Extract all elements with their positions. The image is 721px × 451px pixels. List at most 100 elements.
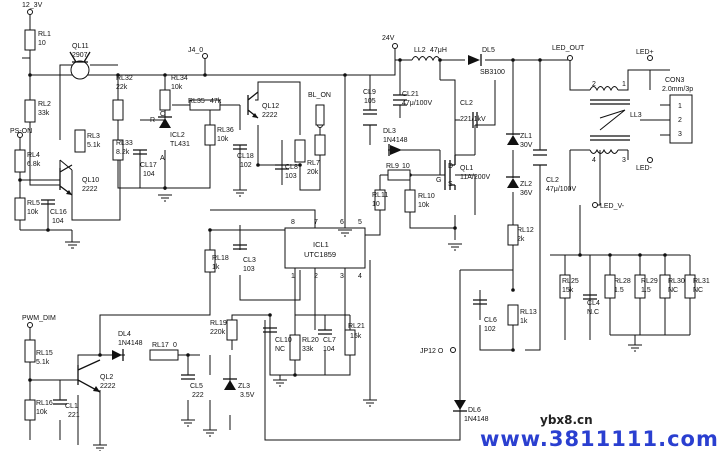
resistor-rl30	[659, 274, 671, 299]
label-cl7-val: 104	[323, 346, 335, 353]
label-rl31-ref: RL31	[693, 278, 710, 285]
label-dl3-val: 1N4148	[383, 137, 408, 144]
label-rl11-val: 10	[372, 201, 380, 208]
net-label-j4: J4_0	[188, 47, 203, 54]
ll3-pin-4: 4	[592, 157, 596, 164]
ll3-pin-2: 2	[592, 81, 596, 88]
label-zl2-ref: ZL2	[520, 181, 532, 188]
label-rl5-val: 10k	[27, 209, 39, 216]
resistor-rl10	[404, 189, 416, 213]
resistor-rl21	[344, 329, 356, 356]
watermarks: ybx8.cn www.3811111.com	[480, 413, 718, 451]
label-rl30-val: NC	[668, 287, 678, 294]
net-label-jp12: JP12 O	[420, 348, 444, 355]
label-ql2-val: 2222	[100, 383, 116, 390]
label-rl12-val: 2k	[517, 236, 525, 243]
resistor-rl7b	[294, 139, 306, 163]
resistor-rl12	[507, 224, 519, 246]
label-ql11-val: 2907	[72, 52, 88, 59]
watermark-small: ybx8.cn	[540, 413, 593, 427]
label-cl17-val: 104	[143, 171, 155, 178]
resistor-rl1	[24, 29, 36, 51]
label-icl1-ref: ICL1	[313, 240, 329, 249]
label-rl3-val: 5.1k	[87, 142, 101, 149]
resistor-rl7	[314, 134, 326, 156]
capacitor-cl10	[263, 327, 277, 333]
magnetics	[411, 56, 693, 154]
label-cl2a-val: 221/1kV	[460, 116, 486, 123]
ll3-pin-1: 1	[622, 81, 626, 88]
icl1-pin-6: 6	[340, 219, 344, 226]
label-cl2b-ref: CL2	[546, 177, 559, 184]
label-cl7-ref: CL7	[323, 337, 336, 344]
junctions	[18, 58, 667, 382]
label-ql10-val: 2222	[82, 186, 98, 193]
label-cl4-val: N.C	[587, 309, 599, 316]
label-con3-ref: CON3	[665, 77, 685, 84]
resistor-rl33	[112, 139, 124, 161]
label-rl5-ref: RL5	[27, 200, 40, 207]
capacitor-cl9	[363, 109, 377, 126]
net-label-bl-on: BL_ON	[308, 92, 331, 99]
mosfet-ql1	[444, 155, 456, 190]
label-ql12-val: 2222	[262, 112, 278, 119]
resistor-rl3	[74, 129, 86, 153]
shunt-regulator-icl2	[159, 118, 171, 128]
pin-label-cathode: C	[160, 111, 165, 118]
transistor-ql10	[59, 164, 73, 196]
capacitor-cl4	[583, 294, 597, 300]
resistor-rl29	[634, 274, 646, 299]
label-rl28-ref: RL28	[614, 278, 631, 285]
resistor-rl4	[14, 149, 26, 173]
label-rl29-val: 1.5	[641, 287, 651, 294]
label-rl17-ref: RL17	[152, 342, 169, 349]
label-rl35-ref: RL35	[188, 98, 205, 105]
label-dl4-val: 1N4148	[118, 340, 143, 347]
resistor-rl16	[24, 399, 36, 421]
icl1-pin-2: 2	[314, 273, 318, 280]
label-rl20-ref: RL20	[302, 337, 319, 344]
resistor-rl18	[204, 249, 216, 273]
zener-zl1	[507, 135, 519, 145]
label-rl1-val: 10	[38, 40, 46, 47]
capacitors	[41, 94, 597, 405]
label-rl1-ref: RL1	[38, 31, 51, 38]
icl1-pin-7: 7	[314, 219, 318, 226]
pin-label-anode: A	[160, 155, 165, 162]
label-cl1-val: 221	[68, 412, 80, 419]
zener-zl3	[224, 380, 236, 390]
label-cl1-ref: CL1	[65, 403, 78, 410]
label-dl3-ref: DL3	[383, 128, 396, 135]
icl1-pin-5: 5	[358, 219, 362, 226]
label-cl5-ref: CL5	[190, 383, 203, 390]
label-cl3-val: 103	[243, 266, 255, 273]
label-ll2-ref: LL2	[414, 47, 426, 54]
capacitor-cl5	[181, 374, 195, 380]
transistor-ql2	[77, 359, 101, 393]
label-rl16-ref: RL16	[36, 400, 53, 407]
label-cl6-ref: CL6	[484, 317, 497, 324]
label-ql1-ref: QL1	[460, 165, 473, 172]
diodes	[112, 54, 520, 412]
label-dl6-val: 1N4148	[464, 416, 489, 423]
connector-con3	[669, 94, 693, 144]
capacitor-cl2a	[472, 112, 478, 128]
label-zl1-val: 30V	[520, 142, 533, 149]
label-cl17-ref: CL17	[140, 162, 157, 169]
label-rl9-val: 10	[402, 163, 410, 170]
resistor-rl13	[507, 304, 519, 326]
diode-dl5	[468, 55, 480, 65]
net-label-led-v-minus: LED_V-	[600, 203, 625, 210]
con3-pin-1: 1	[678, 103, 682, 110]
label-rl7-val: 20k	[307, 169, 319, 176]
label-rl4-ref: RL4	[27, 152, 40, 159]
resistor-rl36	[204, 124, 216, 146]
capacitor-cl18	[233, 144, 247, 150]
label-rl17-val: 0	[173, 342, 177, 349]
label-rl12-ref: RL12	[517, 227, 534, 234]
net-label-24v: 24V	[382, 35, 395, 42]
label-rl18-val: 1k	[212, 264, 220, 271]
resistor-rl5	[14, 197, 26, 221]
label-cl4-ref: CL4	[587, 300, 600, 307]
capacitor-cl6	[473, 299, 487, 305]
